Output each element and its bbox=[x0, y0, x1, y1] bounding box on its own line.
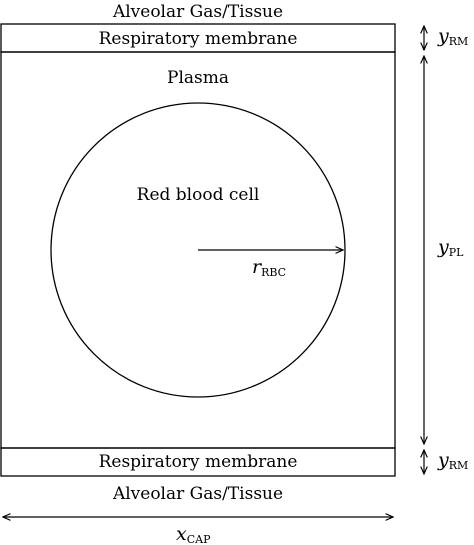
plasma-label: Plasma bbox=[167, 68, 229, 88]
y-pl-label: yPL bbox=[437, 236, 464, 259]
bottom-membrane-label: Respiratory membrane bbox=[99, 452, 298, 472]
bottom-membrane-box bbox=[0, 447, 396, 477]
top-tissue-label: Alveolar Gas/Tissue bbox=[112, 2, 283, 22]
x-cap-label: xCAP bbox=[176, 523, 211, 545]
bottom-tissue-label: Alveolar Gas/Tissue bbox=[112, 484, 283, 504]
y-rm-bottom-label: yRM bbox=[437, 449, 468, 472]
red-blood-cell-circle bbox=[50, 102, 346, 398]
radius-label: rRBC bbox=[252, 256, 286, 279]
rbc-label: Red blood cell bbox=[137, 185, 260, 205]
y-rm-top-label: yRM bbox=[437, 25, 468, 48]
top-membrane-label: Respiratory membrane bbox=[99, 29, 298, 49]
